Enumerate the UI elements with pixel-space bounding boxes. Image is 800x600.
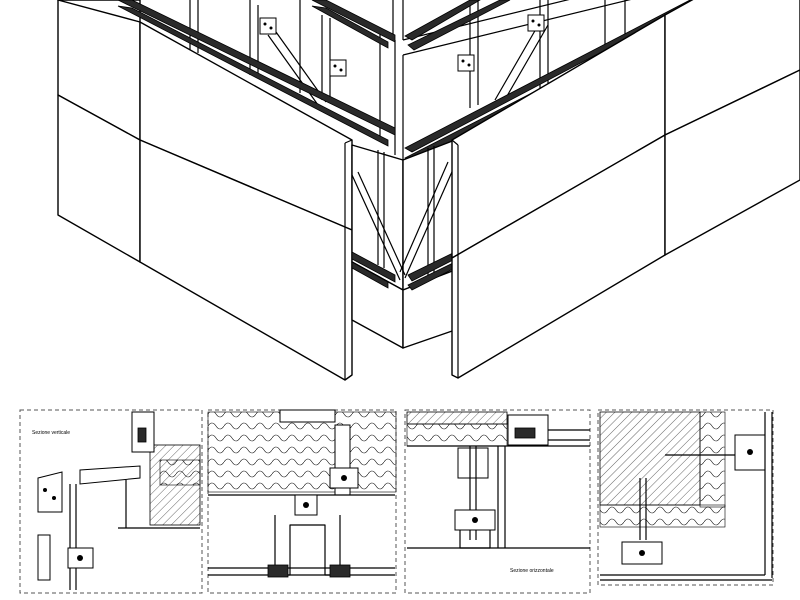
isometric-facade-view [57, 0, 800, 381]
detail-caption: Sezione orizzontale [510, 568, 554, 574]
detail-corner-section [597, 409, 774, 586]
detail-caption: Sezione verticale [32, 430, 70, 436]
detail-frame [597, 409, 774, 586]
brackets [259, 14, 545, 77]
detail-frame [19, 409, 203, 594]
detail-frame [404, 409, 591, 594]
detail-horizontal-section: Sezione orizzontale [404, 409, 591, 594]
corner-structure [351, 139, 456, 349]
cladding-panels-left [57, 0, 353, 381]
detail-bracket-section [207, 409, 397, 594]
cladding-panels-right [451, 0, 800, 379]
detail-vertical-section: Sezione verticale [19, 409, 203, 594]
